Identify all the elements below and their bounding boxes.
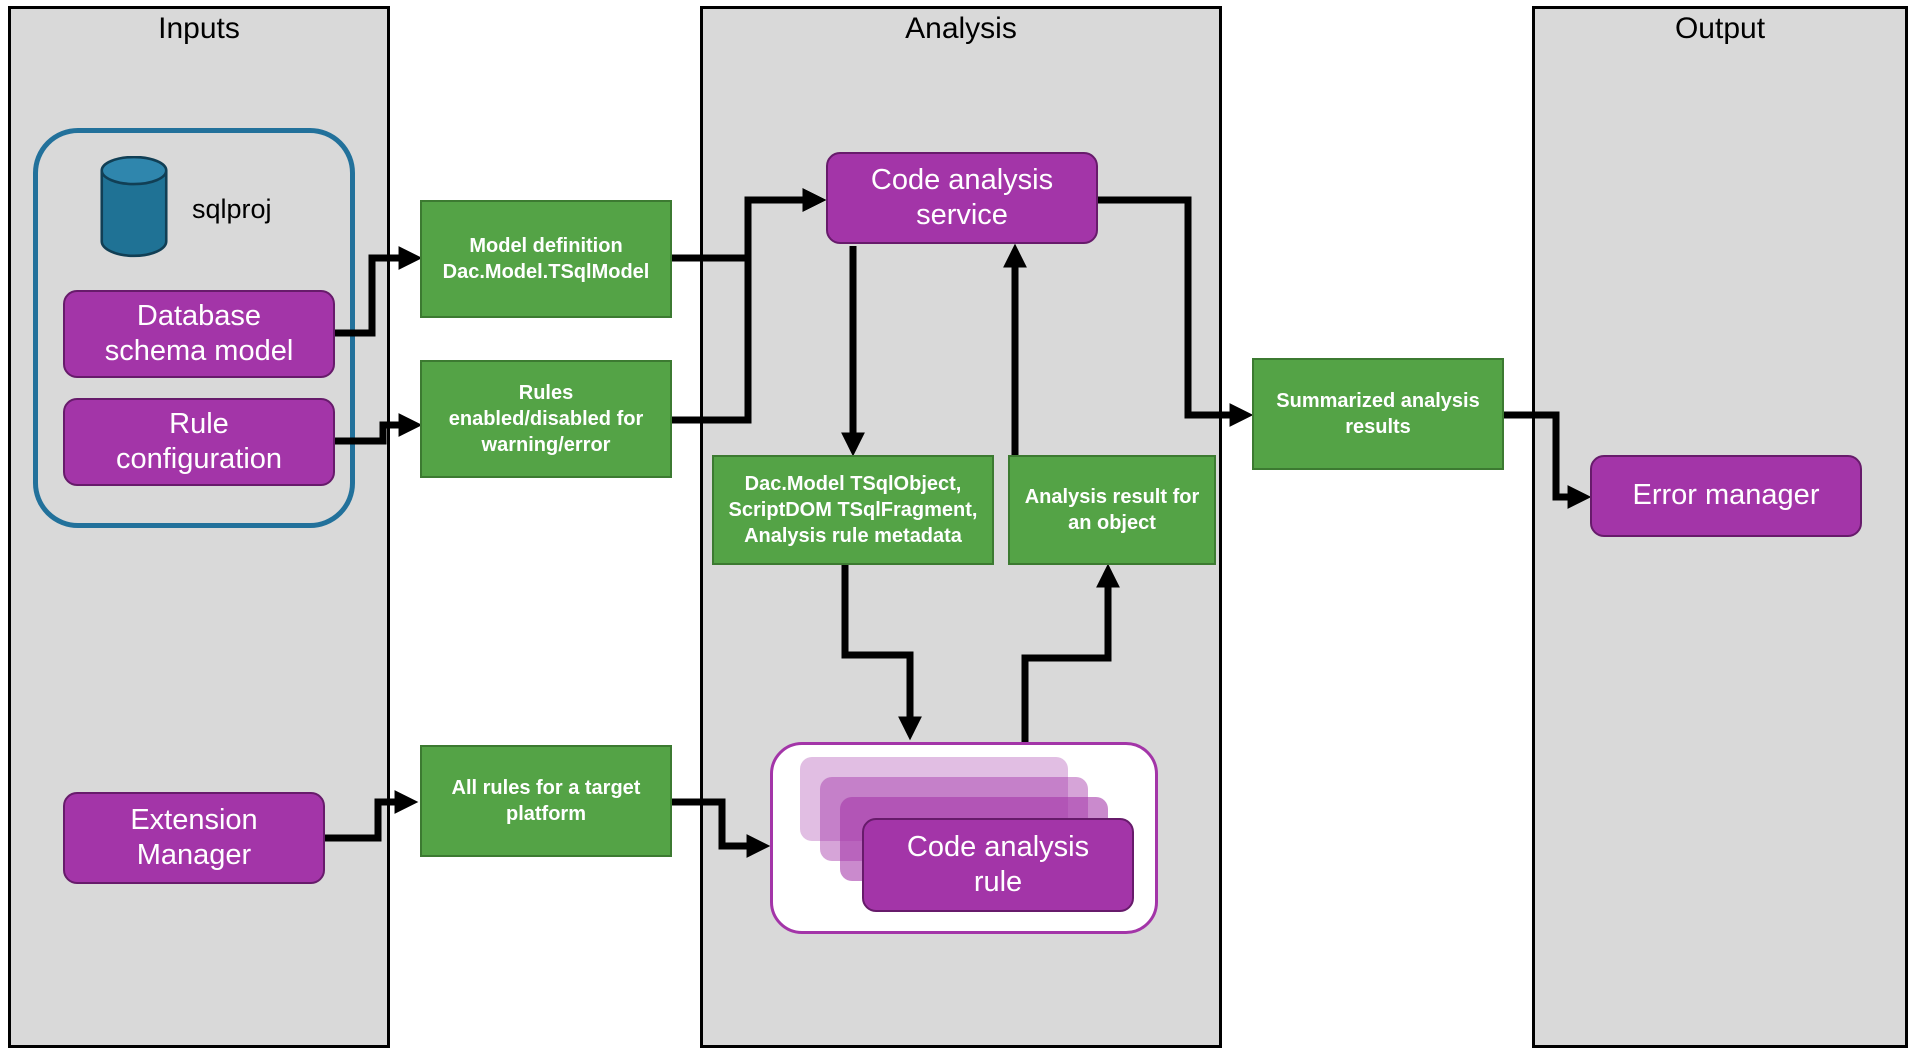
database-schema-model-box: Database schema model [63, 290, 335, 378]
summarized-results-box: Summarized analysis results [1252, 358, 1504, 470]
output-panel-title: Output [1674, 12, 1766, 45]
all-rules-box: All rules for a target platform [420, 745, 672, 857]
database-cylinder-icon [96, 155, 172, 260]
dac-objects-box: Dac.Model TSqlObject, ScriptDOM TSqlFrag… [712, 455, 994, 565]
rules-enabled-box: Rules enabled/disabled for warning/error [420, 360, 672, 478]
rule-configuration-box: Rule configuration [63, 398, 335, 486]
error-manager-box: Error manager [1590, 455, 1862, 537]
analysis-panel-title: Analysis [905, 12, 1017, 45]
inputs-panel-title: Inputs [158, 12, 240, 45]
model-definition-box: Model definition Dac.Model.TSqlModel [420, 200, 672, 318]
code-analysis-service-box: Code analysis service [826, 152, 1098, 244]
code-analysis-rule-box: Code analysis rule [862, 818, 1134, 912]
extension-manager-box: Extension Manager [63, 792, 325, 884]
sqlproj-label: sqlproj [192, 194, 272, 224]
analysis-result-box: Analysis result for an object [1008, 455, 1216, 565]
